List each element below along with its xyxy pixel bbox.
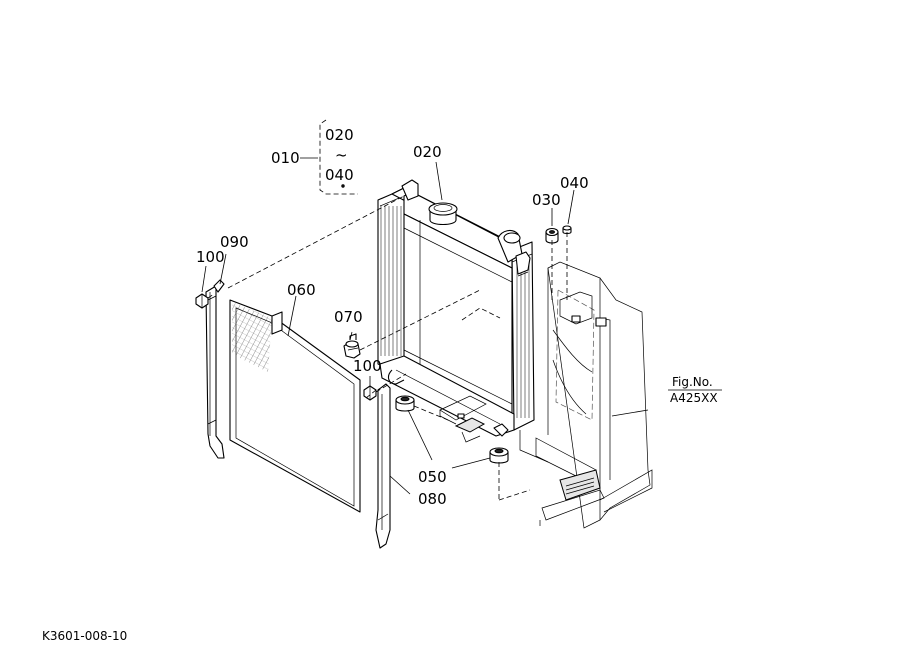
drain-plug-070 <box>343 333 361 359</box>
leader-lines <box>201 161 649 495</box>
bolt-040 <box>562 225 572 235</box>
rubber-mount-upper <box>395 395 415 412</box>
rubber-mount-lower <box>489 447 509 464</box>
figure-reference-number: A425XX <box>670 391 718 405</box>
callout-080: 080 <box>418 490 447 508</box>
radiator-assembly <box>377 179 535 437</box>
hose-clamp-030 <box>545 227 559 244</box>
callout-010-range-end: 040 <box>325 166 354 184</box>
assembly-guide-lines <box>207 195 568 501</box>
callout-040: 040 <box>560 174 589 192</box>
mount-brackets <box>439 395 487 443</box>
callout-100-right: 100 <box>353 357 382 375</box>
callout-010-range-tilde: ~ <box>335 146 348 164</box>
figure-reference-label: Fig.No. <box>672 375 713 389</box>
callout-010: 010 <box>271 149 300 167</box>
callout-010-range-start: 020 <box>325 126 354 144</box>
callout-060: 060 <box>287 281 316 299</box>
drawing-number: K3601-008-10 <box>42 629 127 643</box>
callout-020: 020 <box>413 143 442 161</box>
figure-reference: Fig.No. A425XX <box>668 375 722 405</box>
side-seal-plate-right <box>375 383 391 549</box>
callout-090: 090 <box>220 233 249 251</box>
bolt-100-right <box>363 385 377 401</box>
side-seal-plate-left <box>205 279 225 459</box>
fan-guard-screen <box>229 299 361 513</box>
callout-050: 050 <box>418 468 447 486</box>
bolt-100-left <box>195 293 209 309</box>
callout-group-010 <box>300 119 358 195</box>
callout-030: 030 <box>532 191 561 209</box>
frame-bracket-outline <box>519 261 653 529</box>
callout-100-left: 100 <box>196 248 225 266</box>
callout-070: 070 <box>334 308 363 326</box>
